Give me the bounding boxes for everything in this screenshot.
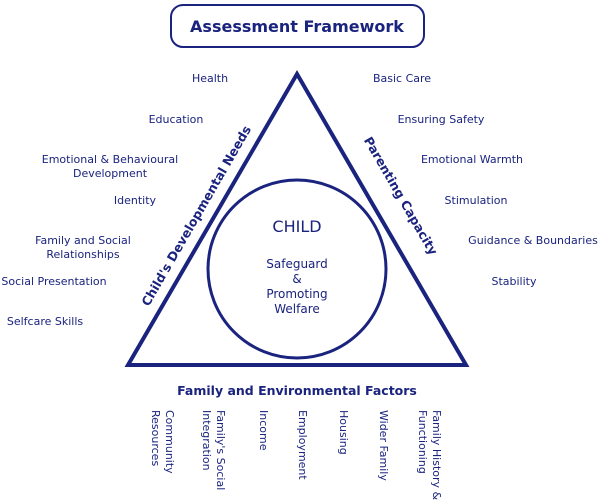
center-line-4: Welfare [274, 302, 320, 316]
center-line-2: & [292, 272, 301, 286]
child-circle [206, 178, 388, 360]
left-item-label: Development [73, 167, 148, 180]
bottom-item-label: Resources [149, 410, 162, 466]
bottom-item-label: Functioning [416, 410, 429, 474]
bottom-item-label: Community [163, 410, 176, 474]
left-item-label: Education [149, 113, 204, 126]
bottom-item-label: Integration [200, 410, 213, 471]
bottom-item-label: Wider Family [377, 410, 390, 481]
right-item-label: Stability [491, 275, 537, 288]
diagram-title: Assessment Framework [190, 17, 404, 36]
center-line-3: Promoting [266, 287, 327, 301]
bottom-item-label: Income [257, 410, 270, 451]
bottom-item-label: Employment [296, 410, 309, 480]
left-item-label: Identity [114, 194, 157, 207]
left-item-label: Health [192, 72, 228, 85]
left-item-label: Emotional & Behavioural [42, 153, 178, 166]
right-item-label: Guidance & Boundaries [468, 234, 598, 247]
bottom-item-label: Family History & [430, 410, 443, 501]
right-item-label: Ensuring Safety [398, 113, 485, 126]
left-item-label: Selfcare Skills [7, 315, 84, 328]
right-item-label: Basic Care [373, 72, 431, 85]
side-label-left: Child's Developmental Needs [138, 123, 254, 309]
left-item-label: Social Presentation [1, 275, 106, 288]
bottom-item-label: Family's Social [214, 410, 227, 490]
center-title: CHILD [272, 217, 321, 236]
left-item-label: Family and Social [35, 234, 131, 247]
center-line-1: Safeguard [266, 257, 328, 271]
bottom-item-label: Housing [337, 410, 350, 455]
triangle [124, 70, 470, 367]
right-item-label: Stimulation [445, 194, 508, 207]
title-box [170, 4, 425, 48]
right-item-label: Emotional Warmth [421, 153, 523, 166]
left-item-label: Relationships [46, 248, 120, 261]
side-label-bottom: Family and Environmental Factors [177, 383, 417, 398]
